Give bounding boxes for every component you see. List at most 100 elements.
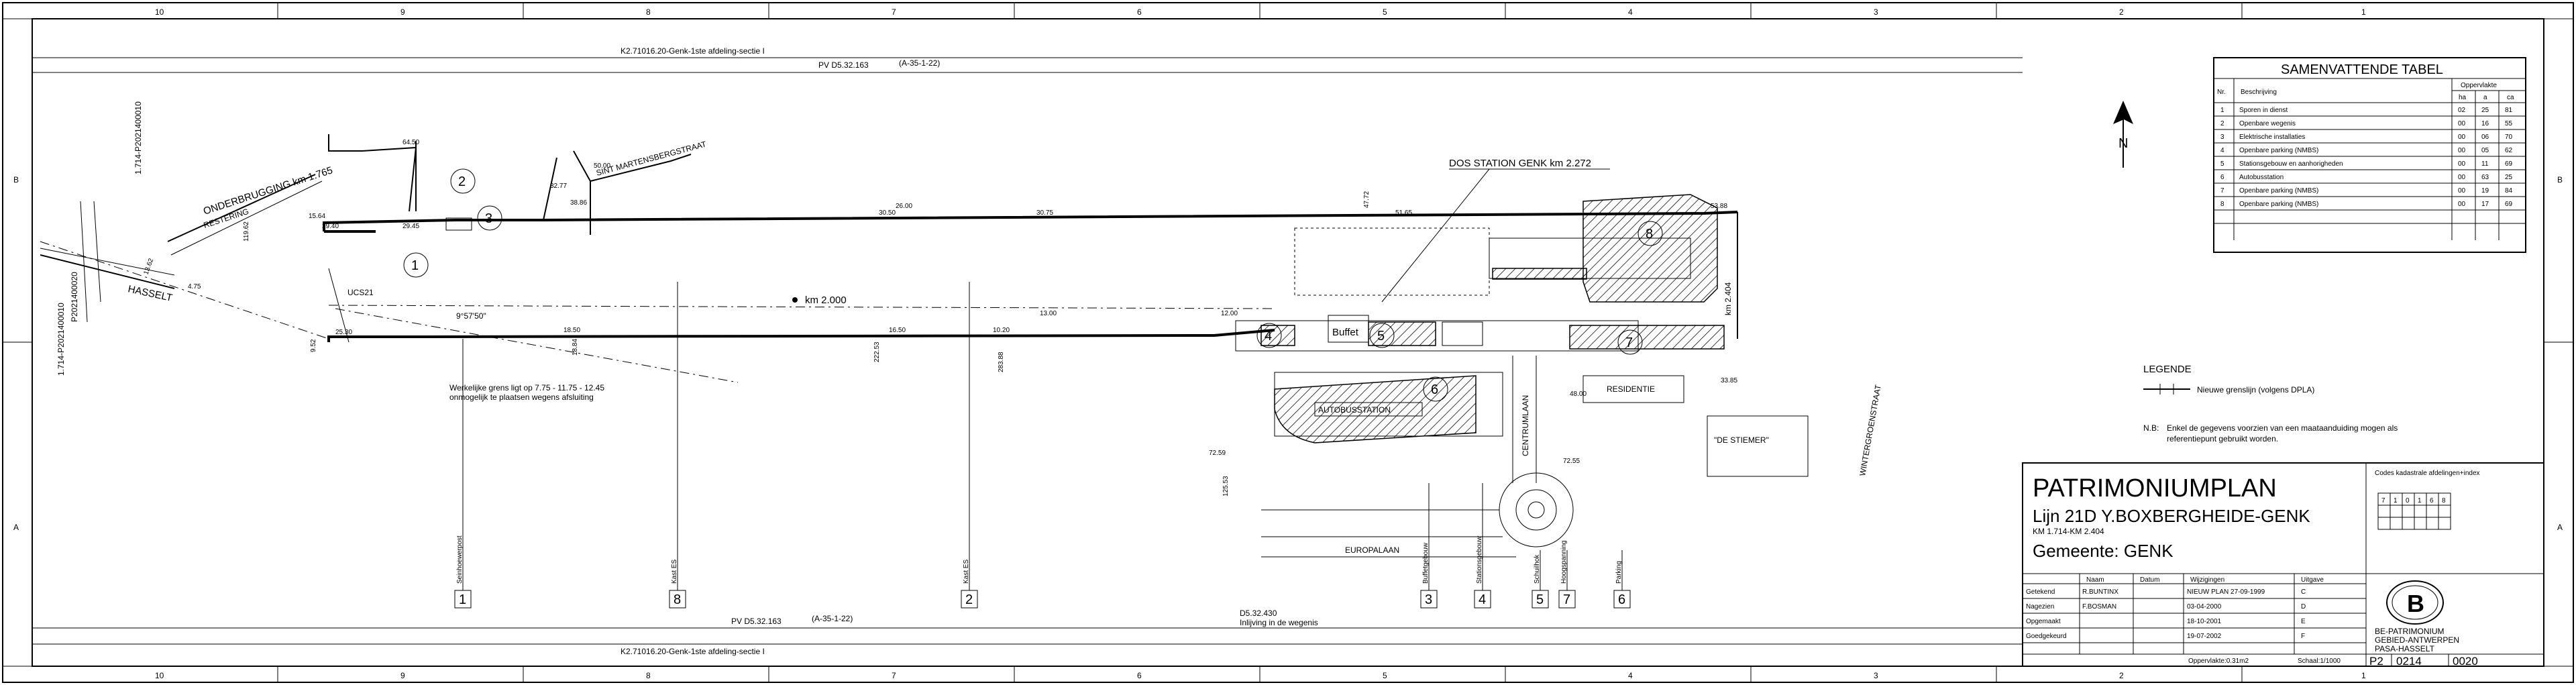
angle-label: 9°57'50" [456, 311, 486, 321]
left-ref: P2021400020 [70, 272, 79, 322]
nmbs-logo-icon: B [2386, 580, 2444, 625]
col-unit: a [2483, 94, 2487, 101]
org-line-2: GEBIED-ANTWERPEN [2375, 635, 2459, 645]
plan-no-part: 0214 [2396, 655, 2422, 668]
revision-uitgave: E [2301, 618, 2306, 625]
buffet-label: Buffet [1332, 327, 1359, 338]
revision-wijziging: 19-07-2002 [2187, 633, 2222, 640]
summary-table: SAMENVATTENDE TABEL Nr. Beschrijving Opp… [2213, 57, 2526, 253]
summary-desc: Sporen in dienst [2239, 107, 2288, 114]
centrumlaan-label: CENTRUMLAAN [1521, 395, 1530, 456]
grid-col-label: 1 [2361, 671, 2366, 680]
summary-nr: 6 [2220, 174, 2224, 181]
footer-pv-frac: (A-35-1-22) [812, 614, 853, 623]
dimension: 12.00 [1221, 310, 1238, 317]
summary-ca: 69 [2505, 160, 2513, 168]
dimension: 283.88 [998, 352, 1005, 372]
revision-header: Datum [2140, 576, 2159, 584]
summary-desc: Autobusstation [2239, 174, 2284, 181]
summary-ca: 62 [2505, 147, 2513, 154]
dimension: 10.20 [993, 327, 1010, 334]
boundary-lines [323, 134, 1738, 383]
revision-wijziging: 03-04-2000 [2187, 603, 2222, 611]
note-werkelijke2: onmogelijk te plaatsen wegens afsluiting [449, 392, 594, 402]
km-2404-label: km 2.404 [1723, 282, 1733, 315]
dimension-annotations: 64.50 29.40 29.45 32.77 50.00 38.86 30.5… [142, 139, 1737, 496]
col-unit: ha [2459, 94, 2467, 101]
code-digit: 6 [2430, 497, 2434, 505]
dimension: 125.53 [1222, 476, 1230, 496]
header-pv-frac: (A-35-1-22) [899, 58, 940, 68]
dimension: 30.75 [1036, 209, 1053, 217]
parking-8 [1582, 194, 1718, 303]
summary-ha: 00 [2458, 201, 2466, 208]
street-label: SINT MARTENSBERGSTRAAT [595, 139, 708, 178]
grid-col-label: 2 [2119, 7, 2124, 17]
revision-wijziging: NIEUW PLAN 27-09-1999 [2187, 588, 2265, 596]
revision-role: Getekend [2026, 588, 2055, 596]
dimension: 32.77 [550, 182, 567, 190]
legend-note-2: referentiepunt gebruikt worden. [2167, 434, 2278, 443]
grid-col-label: 4 [1628, 671, 1633, 680]
footer-pv-ref: PV D5.32.163 [731, 617, 782, 626]
grid-col-label: 9 [400, 7, 405, 17]
plan-gemeente: Gemeente: GENK [2033, 541, 2174, 561]
oppervlakte: Oppervlakte:0.31m2 [2188, 657, 2249, 665]
summary-a: 05 [2481, 147, 2489, 154]
dimension: 50.00 [594, 162, 610, 170]
code-digit: 8 [2442, 497, 2446, 505]
plot-markers: 1 2 3 [403, 168, 502, 278]
summary-ca: 55 [2505, 120, 2513, 127]
callout-text: Seinhoewerpost [456, 535, 464, 584]
callout-text: Kast ES [963, 560, 970, 584]
summary-a: 19 [2481, 187, 2489, 195]
left-ref: 1.714-P2021400010 [56, 303, 66, 376]
marker-label: 7 [1625, 335, 1633, 350]
ucs21-label: UCS21 [347, 288, 374, 297]
dimension: 13.00 [1040, 310, 1057, 317]
dimension: 30.50 [879, 209, 896, 217]
dimension: 13.62 [142, 257, 155, 276]
callout-text: Buffetgebouw [1422, 542, 1430, 584]
residentie-label: RESIDENTIE [1607, 384, 1655, 394]
grid-ticks [3, 3, 2573, 682]
grid-col-label: 4 [1628, 7, 1633, 17]
callout-text: Hoogspanning [1560, 541, 1568, 584]
grid-col-label: 6 [1137, 7, 1142, 17]
dimension: 4.75 [188, 283, 201, 291]
grid-col-label: 10 [155, 671, 164, 680]
grid-labels-top: 10 9 8 7 6 5 4 3 2 1 [155, 7, 2366, 17]
col-nr: Nr. [2217, 89, 2226, 96]
grid-col-label: 2 [2119, 671, 2124, 680]
col-opp: Oppervlakte [2461, 82, 2497, 89]
grid-col-label: 3 [1874, 671, 1878, 680]
left-ref: 1.714-P2021400010 [133, 101, 143, 174]
revision-uitgave: F [2301, 633, 2305, 640]
grid-row-label: A [2557, 523, 2563, 532]
dimension: 64.50 [402, 139, 419, 146]
callout-number: 2 [965, 592, 973, 607]
callout-number: 4 [1479, 592, 1486, 607]
code-digit: 0 [2406, 497, 2410, 505]
summary-ca: 70 [2505, 134, 2513, 141]
grid-labels-bottom: 10 9 8 7 6 5 4 3 2 1 [155, 671, 2366, 680]
revision-uitgave: D [2301, 603, 2306, 611]
col-unit: ca [2507, 94, 2514, 101]
dimension: 15.64 [309, 213, 325, 220]
grid-col-label: 1 [2361, 7, 2366, 17]
header-line-ref: K2.71016.20-Genk-1ste afdeling-sectie I [621, 46, 765, 56]
summary-nr: 3 [2220, 134, 2224, 141]
plan-no-part: 0020 [2453, 655, 2478, 668]
marker-label: 1 [411, 258, 419, 273]
autobusstation-label: AUTOBUSSTATION [1318, 405, 1391, 415]
summary-ha: 00 [2458, 160, 2466, 168]
callout-number: 8 [674, 592, 681, 607]
callout-number: 3 [1425, 592, 1432, 607]
summary-nr: 1 [2220, 107, 2224, 114]
grid-col-label: 7 [892, 671, 896, 680]
dimension: 9.52 [310, 339, 317, 352]
schaal: Schaal:1/1000 [2298, 657, 2341, 665]
summary-a: 16 [2481, 120, 2489, 127]
